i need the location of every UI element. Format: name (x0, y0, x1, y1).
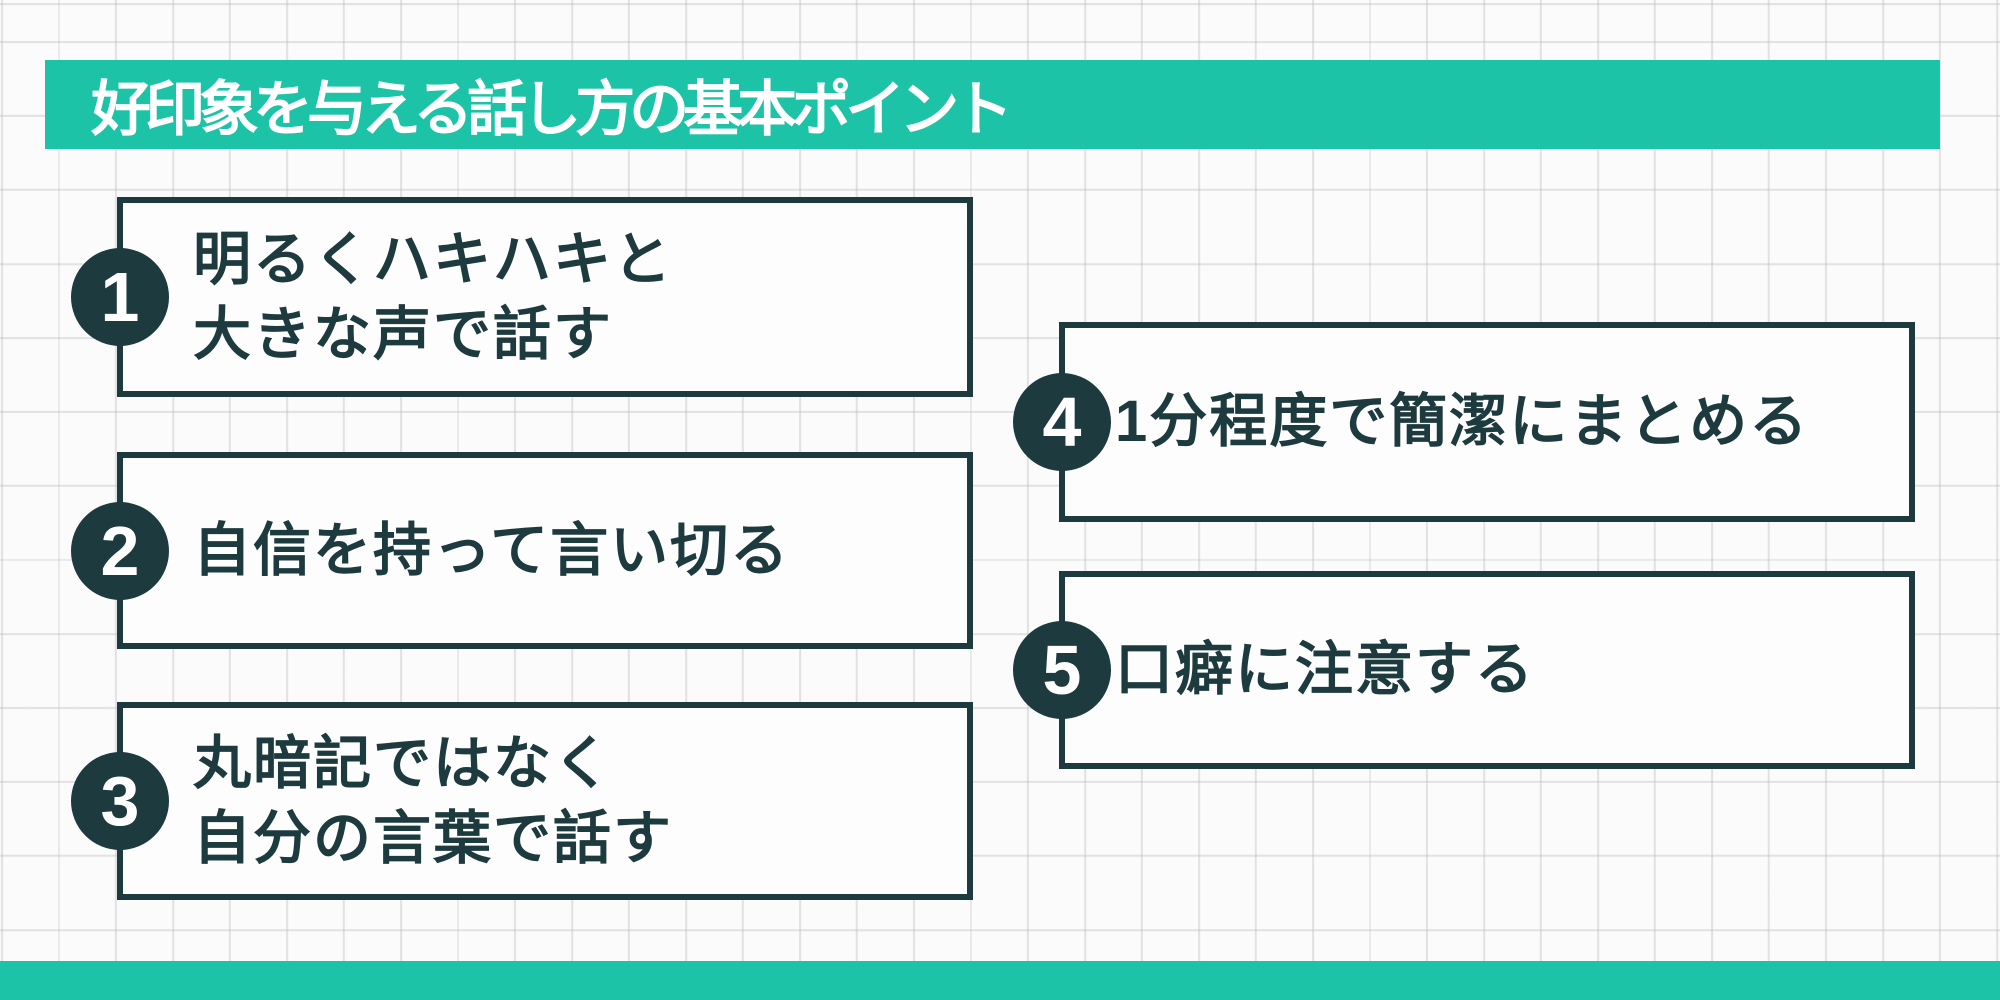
point-text-1: 明るくハキハキと 大きな声で話す (123, 222, 673, 373)
point-box-4: 4 1分程度で簡潔にまとめる (1013, 322, 1915, 522)
point-text-4-line-1: 1分程度で簡潔にまとめる (1115, 389, 1810, 455)
point-number-badge-1: 1 (71, 248, 169, 346)
point-text-3-line-2: 自分の言葉で話す (193, 806, 674, 871)
point-box-2: 2 自信を持って言い切る (71, 452, 973, 649)
point-text-1-line-1: 明るくハキハキと (193, 226, 674, 292)
point-text-1-line-2: 大きな声で話す (193, 302, 614, 367)
point-box-3: 3 丸暗記ではなく 自分の言葉で話す (71, 702, 973, 900)
point-text-5-line-1: 口癖に注意する (1115, 637, 1536, 703)
point-text-2-line-1: 自信を持って言い切る (193, 517, 791, 583)
point-text-4: 1分程度で簡潔にまとめる (1065, 384, 1809, 459)
point-text-3-line-1: 丸暗記ではなく (193, 730, 614, 796)
point-number-badge-5: 5 (1013, 621, 1111, 719)
point-box-1: 1 明るくハキハキと 大きな声で話す (71, 197, 973, 397)
title-bar: 好印象を与える話し方の基本ポイント (45, 60, 1940, 149)
point-number-badge-4: 4 (1013, 373, 1111, 471)
point-text-2: 自信を持って言い切る (123, 513, 790, 588)
point-text-3: 丸暗記ではなく 自分の言葉で話す (123, 726, 673, 877)
point-text-5: 口癖に注意する (1065, 632, 1535, 707)
point-number-badge-2: 2 (71, 501, 169, 600)
point-box-5: 5 口癖に注意する (1013, 571, 1915, 769)
point-number-badge-3: 3 (71, 752, 169, 850)
page-title: 好印象を与える話し方の基本ポイント (91, 76, 1013, 143)
footer-bar (0, 961, 2000, 1000)
